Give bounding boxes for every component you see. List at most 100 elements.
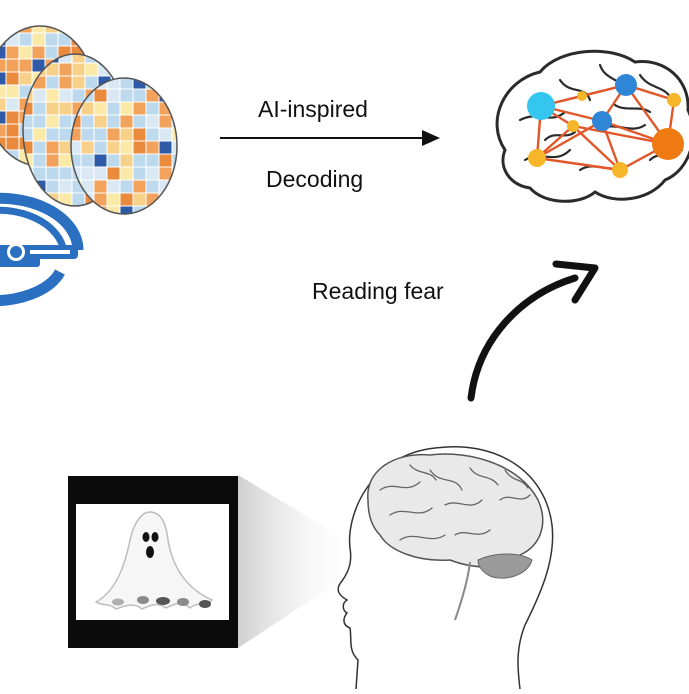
heatmap-cell <box>58 62 73 77</box>
heatmap-cell <box>132 153 147 168</box>
heatmap-cell <box>97 54 112 64</box>
heatmap-cell <box>5 162 20 166</box>
heatmap-cell <box>123 62 127 77</box>
heatmap-cell <box>110 54 125 64</box>
heatmap-cell <box>171 205 177 214</box>
heatmap-cell <box>32 88 47 103</box>
heatmap-cell <box>93 88 108 103</box>
heatmap-cell <box>23 166 34 181</box>
heatmap-cell <box>58 140 73 155</box>
heatmap-cell <box>132 140 147 155</box>
decoding-label: Decoding <box>266 166 364 192</box>
heatmap-cell <box>5 26 20 34</box>
mri-scanner-icon <box>0 192 84 306</box>
brain-network-icon <box>495 49 689 203</box>
brain-heatmap-icon <box>0 25 178 215</box>
heatmap-cell <box>132 101 147 116</box>
heatmap-cell <box>171 101 177 116</box>
heatmap-cell <box>119 205 134 214</box>
heatmap-cell <box>45 153 60 168</box>
heatmap-cell <box>5 110 20 125</box>
heatmap-cell <box>5 45 20 60</box>
curved-arrow-icon <box>467 274 579 402</box>
curved-arrow-head <box>552 260 599 304</box>
heatmap-cell <box>0 84 7 99</box>
heatmap-cell <box>18 45 33 60</box>
heatmap-cell <box>44 45 59 60</box>
heatmap-cell <box>5 136 20 151</box>
heatmap-cell <box>158 166 173 181</box>
heatmap-cell <box>106 114 121 129</box>
heatmap-cell <box>171 192 177 207</box>
heatmap-cell <box>110 62 125 77</box>
heatmap-cell <box>0 71 7 86</box>
heatmap-cell <box>32 127 47 142</box>
heatmap-cell <box>45 179 60 194</box>
heatmap-cell <box>106 140 121 155</box>
heatmap-cell <box>106 127 121 142</box>
heatmap-cell <box>145 179 160 194</box>
heatmap-cell <box>58 114 73 129</box>
heatmap-cell <box>171 88 177 103</box>
heatmap-cell <box>5 71 20 86</box>
heatmap-cell <box>45 140 60 155</box>
reading-fear-label: Reading fear <box>312 278 444 304</box>
heatmap-cell <box>119 101 134 116</box>
heatmap-cell <box>84 205 99 206</box>
heatmap-cell <box>145 127 160 142</box>
heatmap-cell <box>106 192 121 207</box>
heatmap-cell <box>132 114 147 129</box>
ai-inspired-label: AI-inspired <box>258 96 368 122</box>
heatmap-cell <box>145 140 160 155</box>
heatmap-cell <box>71 205 82 214</box>
heatmap-cell <box>171 140 177 155</box>
heatmap-cell <box>158 114 173 129</box>
network-node <box>615 74 637 96</box>
heatmap-cell <box>119 166 134 181</box>
heatmap-cell <box>45 114 60 129</box>
stimulus-screen <box>68 475 360 648</box>
heatmap-cell <box>97 33 110 46</box>
network-node <box>612 162 628 178</box>
heatmap-cell <box>80 127 95 142</box>
heatmap-cell <box>145 166 160 181</box>
heatmap-cell <box>106 179 121 194</box>
heatmap-cell <box>58 153 73 168</box>
heatmap-cell <box>58 127 73 142</box>
heatmap-cell <box>5 58 20 73</box>
heatmap-cell <box>106 88 121 103</box>
heatmap-cell <box>71 62 86 77</box>
heatmap-cell <box>70 26 85 34</box>
heatmap-cell <box>171 78 177 90</box>
heatmap-cell <box>0 110 7 125</box>
heatmap-cell <box>0 162 7 166</box>
heatmap-cell <box>171 127 177 142</box>
heatmap-cell <box>18 58 33 73</box>
heatmap-cell <box>119 114 134 129</box>
network-node <box>667 93 681 107</box>
heatmap-cell <box>145 78 160 90</box>
heatmap-cell <box>132 88 147 103</box>
heatmap-cell <box>32 101 47 116</box>
heatmap-cell <box>145 114 160 129</box>
heatmap-cell <box>80 153 95 168</box>
heatmap-cell <box>145 153 160 168</box>
heatmap-cell <box>171 179 177 194</box>
heatmap-cell <box>45 75 60 90</box>
network-edge <box>572 124 669 146</box>
heatmap-cell <box>58 101 73 116</box>
heatmap-cell <box>31 45 46 60</box>
heatmap-cell <box>93 101 108 116</box>
heatmap-cell <box>93 179 108 194</box>
heatmap-cell <box>158 78 173 90</box>
heatmap-cell <box>71 75 86 90</box>
heatmap-cell <box>93 140 108 155</box>
heatmap-cell <box>119 127 134 142</box>
heatmap-cell <box>58 166 73 181</box>
heatmap-cell <box>58 88 73 103</box>
heatmap-cell <box>32 153 47 168</box>
network-node <box>652 128 684 160</box>
heatmap-cell <box>119 88 134 103</box>
heatmap-cell <box>145 88 160 103</box>
